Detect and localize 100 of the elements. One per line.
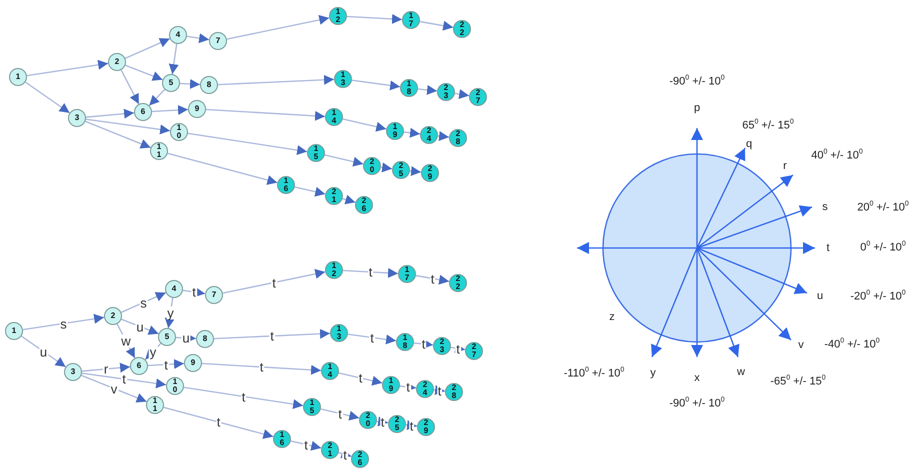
edge-label: u bbox=[181, 332, 191, 344]
state-circle: 26 bbox=[351, 450, 369, 468]
arrow bbox=[148, 89, 166, 106]
edge-label: y bbox=[166, 306, 175, 320]
state-circle: 13 bbox=[330, 324, 348, 342]
state-circle: 16 bbox=[273, 430, 291, 448]
edge-label: u bbox=[38, 345, 48, 358]
arrow bbox=[348, 334, 396, 344]
edge-label: y bbox=[148, 345, 158, 358]
state-circle: 14 bbox=[321, 362, 339, 380]
state-circle: 11 bbox=[150, 142, 168, 160]
arrow bbox=[85, 120, 151, 149]
state-circle: 21 bbox=[321, 441, 339, 459]
angle-range-label: -20$^{0}$ +/- 10$^{0}$ bbox=[850, 290, 906, 302]
direction-label: v bbox=[798, 339, 804, 351]
state-circle: 25 bbox=[392, 161, 410, 179]
edge-label: t bbox=[405, 380, 411, 394]
arrow bbox=[410, 166, 422, 176]
arrow bbox=[338, 372, 382, 386]
arrow bbox=[206, 108, 326, 121]
arrow bbox=[120, 70, 140, 104]
arrow bbox=[182, 287, 206, 298]
direction-label: s bbox=[822, 201, 828, 213]
edge-label: t bbox=[368, 266, 374, 278]
arrow bbox=[186, 33, 210, 44]
arrow bbox=[125, 64, 163, 81]
arrow bbox=[164, 406, 274, 439]
arrow bbox=[26, 60, 108, 76]
state-circle: 6 bbox=[130, 357, 148, 375]
edge-label: t bbox=[337, 407, 343, 420]
arrow bbox=[25, 82, 70, 114]
direction-label: r bbox=[783, 160, 787, 172]
state-circle: 13 bbox=[334, 70, 352, 88]
state-circle: 24 bbox=[420, 126, 438, 144]
edge-label: t bbox=[455, 342, 461, 355]
angle-range-label: -40$^{0}$ +/- 10$^{0}$ bbox=[824, 338, 880, 350]
arrow bbox=[22, 314, 104, 330]
arrow bbox=[290, 440, 322, 451]
arrow bbox=[226, 14, 330, 40]
angle-range-label: -90$^{0}$ +/- 10$^{0}$ bbox=[669, 74, 725, 88]
arrow bbox=[184, 386, 304, 410]
arrow bbox=[380, 162, 392, 172]
state-circle: 22 bbox=[449, 274, 467, 292]
state-circle: 17 bbox=[398, 265, 416, 283]
arrow bbox=[342, 194, 356, 204]
arrow bbox=[148, 359, 184, 370]
arrow bbox=[218, 74, 334, 86]
state-circle: 17 bbox=[402, 11, 420, 29]
state-circle: 25 bbox=[388, 415, 406, 433]
edge-label: t bbox=[436, 384, 442, 397]
arrow bbox=[342, 268, 398, 278]
arrow bbox=[188, 132, 308, 156]
arrow bbox=[86, 108, 134, 119]
angle-range-label: 20$^{0}$ +/- 10$^{0}$ bbox=[857, 200, 909, 214]
state-circle: 7 bbox=[205, 286, 223, 304]
arrow bbox=[414, 338, 434, 349]
direction-label: u bbox=[816, 290, 824, 302]
angle-range-label: -90$^{0}$ +/- 10$^{0}$ bbox=[669, 396, 725, 410]
state-circle: 23 bbox=[433, 337, 451, 355]
edge-label: t bbox=[358, 372, 364, 384]
angle-range-label: -110$^{0}$ +/- 10$^{0}$ bbox=[564, 366, 624, 380]
edge-label: t bbox=[258, 360, 264, 374]
angle-range-label: -65$^{0}$ +/- 15$^{0}$ bbox=[770, 374, 826, 388]
arrow bbox=[164, 298, 175, 328]
arrow bbox=[86, 118, 170, 134]
edge-label: t bbox=[191, 286, 197, 298]
state-circle: 28 bbox=[449, 129, 467, 147]
state-circle: 4 bbox=[169, 26, 187, 44]
state-circle: 2 bbox=[108, 53, 126, 71]
state-circle: 10 bbox=[170, 123, 188, 141]
state-circle: 4 bbox=[165, 280, 183, 298]
arrow bbox=[152, 105, 188, 116]
edge-label: t bbox=[240, 390, 246, 403]
edge-label: t bbox=[369, 331, 375, 344]
edge-label: t bbox=[420, 338, 426, 350]
state-circle: 24 bbox=[416, 380, 434, 398]
edge-label: t bbox=[380, 416, 386, 428]
arrow bbox=[416, 274, 450, 285]
state-circle: 15 bbox=[303, 398, 321, 416]
state-circle: 21 bbox=[325, 187, 343, 205]
arrow bbox=[81, 374, 147, 403]
state-circle: 9 bbox=[184, 354, 202, 372]
arrow bbox=[120, 292, 166, 313]
state-circle: 8 bbox=[196, 330, 214, 348]
arrow bbox=[324, 154, 364, 167]
arrow bbox=[180, 79, 200, 89]
angle-range-label: 0$^{0}$ +/- 10$^{0}$ bbox=[860, 240, 906, 254]
state-circle: 1 bbox=[9, 68, 27, 86]
state-circle: 8 bbox=[200, 76, 218, 94]
arrow bbox=[222, 268, 326, 294]
state-circle: 15 bbox=[307, 144, 325, 162]
state-circle: 20 bbox=[363, 157, 381, 175]
edge-label: t bbox=[163, 358, 169, 371]
arrow bbox=[404, 128, 420, 138]
state-circle: 12 bbox=[325, 261, 343, 279]
arrow bbox=[21, 336, 66, 368]
state-circle: 9 bbox=[188, 100, 206, 118]
arrow bbox=[320, 408, 360, 421]
state-circle: 20 bbox=[359, 411, 377, 429]
state-circle: 3 bbox=[68, 109, 86, 127]
